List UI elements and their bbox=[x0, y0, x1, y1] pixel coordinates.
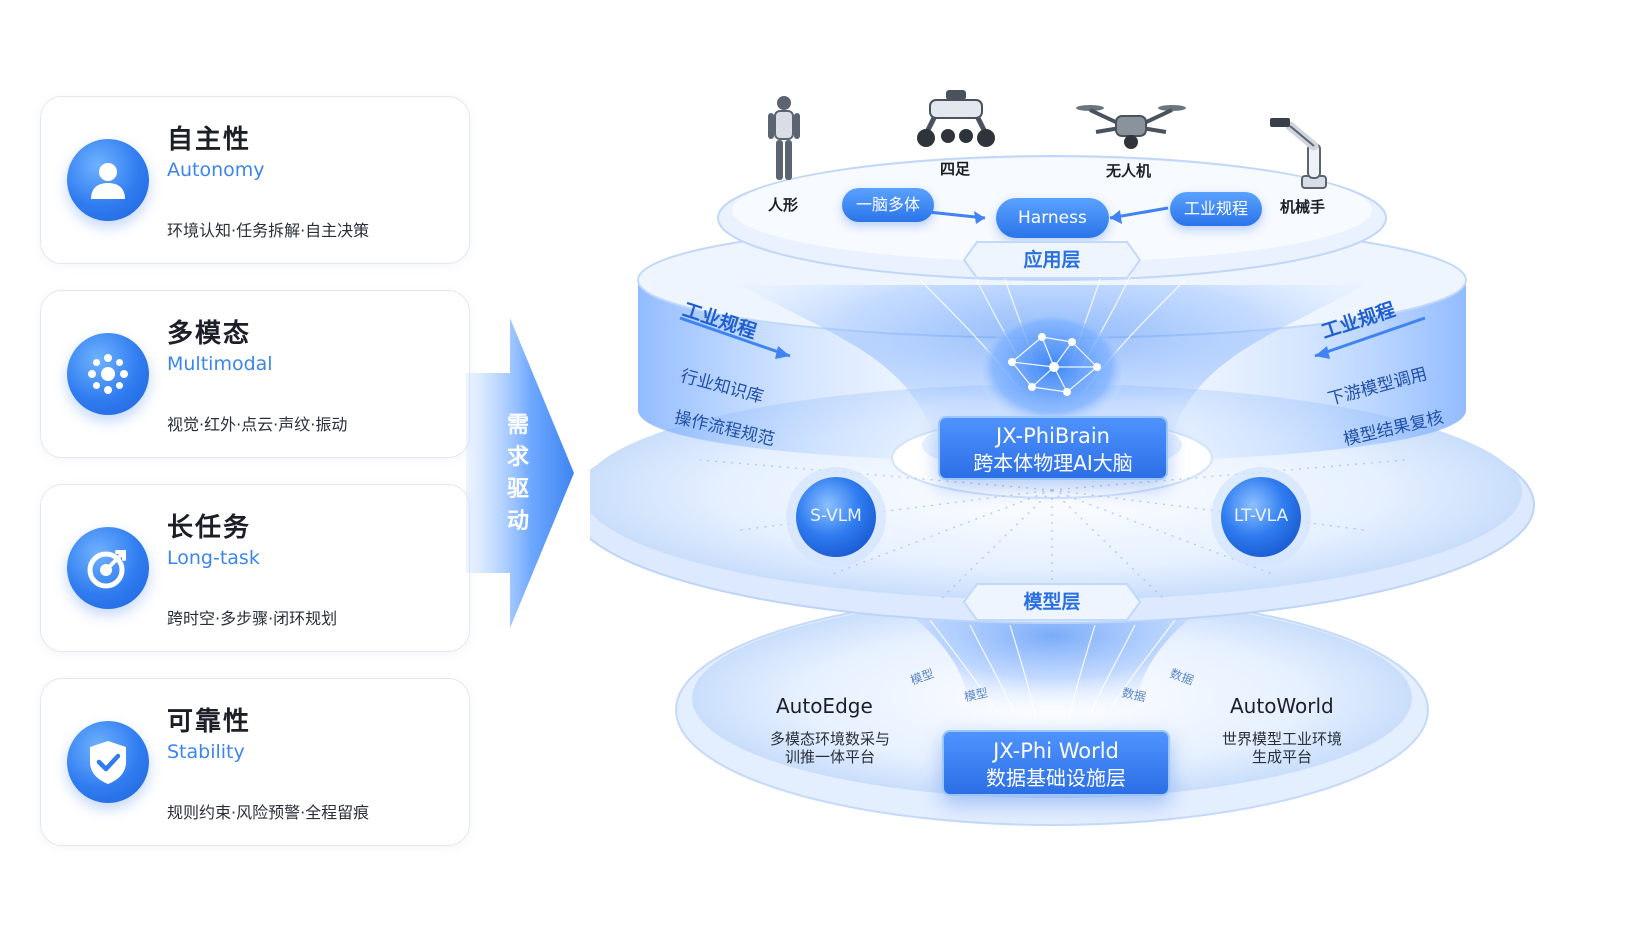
card-description: 规则约束·风险预警·全程留痕 bbox=[167, 803, 370, 822]
target-icon bbox=[67, 527, 149, 609]
pill-harness: Harness bbox=[996, 198, 1109, 238]
humanoid-robot-icon bbox=[768, 96, 800, 180]
demand-driven-label: 需 求 驱 动 bbox=[506, 413, 529, 534]
core-phibrain-title: JX-PhiBrain bbox=[996, 424, 1110, 448]
pill-industrial-rules: 工业规程 bbox=[1170, 192, 1263, 226]
sensor-icon bbox=[67, 333, 149, 415]
model-layer-tag: 模型层 bbox=[1023, 591, 1081, 613]
feature-card-multimodal: 多模态 Multimodal 视觉·红外·点云·声纹·振动 bbox=[40, 290, 470, 458]
feature-card-autonomy: 自主性 Autonomy 环境认知·任务拆解·自主决策 bbox=[40, 96, 470, 264]
autoworld-desc-line-1: 世界模型工业环境 bbox=[1221, 730, 1342, 748]
card-subtitle: Stability bbox=[167, 741, 245, 763]
feature-card-stability: 可靠性 Stability 规则约束·风险预警·全程留痕 bbox=[40, 678, 470, 846]
model-layer-tag-shape bbox=[962, 583, 1142, 621]
demand-driven-arrow bbox=[466, 318, 574, 628]
core-phiworld-subtitle: 数据基础设施层 bbox=[986, 766, 1126, 790]
drone-icon bbox=[1076, 105, 1186, 149]
autoedge-title: AutoEdge bbox=[776, 694, 873, 718]
shield-check-icon bbox=[67, 721, 149, 803]
card-title: 多模态 bbox=[167, 319, 252, 349]
feature-card-long-task: 长任务 Long-task 跨时空·多步骤·闭环规划 bbox=[40, 484, 470, 652]
card-title: 可靠性 bbox=[167, 707, 252, 737]
core-phiworld-box: JX-Phi World 数据基础设施层 bbox=[942, 730, 1170, 796]
autoworld-title: AutoWorld bbox=[1230, 694, 1334, 718]
card-subtitle: Long-task bbox=[167, 547, 260, 569]
core-phiworld-title: JX-Phi World bbox=[993, 739, 1119, 763]
card-subtitle: Multimodal bbox=[167, 353, 273, 375]
robot-arm-icon bbox=[1270, 118, 1327, 189]
card-title: 自主性 bbox=[167, 125, 252, 155]
device-label-humanoid: 人形 bbox=[768, 196, 799, 214]
autoworld-desc-line-2: 生成平台 bbox=[1251, 748, 1312, 766]
device-label-robot-arm: 机械手 bbox=[1280, 198, 1326, 216]
architecture-diagram: 人形 四足 无人机 机械手 一脑多体 Harness 工业规程 应用层 bbox=[590, 80, 1640, 890]
sphere-label-lt-vla: LT-VLA bbox=[1233, 506, 1289, 526]
device-label-quadruped: 四足 bbox=[940, 160, 971, 178]
pill-one-brain-multi-body: 一脑多体 bbox=[842, 188, 935, 222]
layer-rings bbox=[590, 155, 1535, 826]
autoedge-desc-line-1: 多模态环境数采与 bbox=[769, 730, 890, 748]
card-description: 跨时空·多步骤·闭环规划 bbox=[167, 609, 338, 628]
sphere-label-s-vlm: S-VLM bbox=[810, 506, 862, 526]
autoedge-desc-line-2: 训推一体平台 bbox=[784, 748, 875, 766]
core-phibrain-box: JX-PhiBrain 跨本体物理AI大脑 bbox=[938, 416, 1168, 480]
app-layer-tag: 应用层 bbox=[1023, 249, 1081, 271]
app-layer-tag-shape bbox=[962, 241, 1142, 279]
user-icon bbox=[67, 139, 149, 221]
quadruped-robot-icon bbox=[917, 90, 995, 147]
core-phibrain-subtitle: 跨本体物理AI大脑 bbox=[973, 451, 1133, 475]
card-title: 长任务 bbox=[167, 513, 252, 543]
card-description: 环境认知·任务拆解·自主决策 bbox=[167, 221, 370, 240]
device-label-drone: 无人机 bbox=[1106, 162, 1152, 180]
neural-network-brain-icon bbox=[980, 317, 1124, 422]
card-description: 视觉·红外·点云·声纹·振动 bbox=[167, 415, 348, 434]
card-subtitle: Autonomy bbox=[167, 159, 265, 181]
